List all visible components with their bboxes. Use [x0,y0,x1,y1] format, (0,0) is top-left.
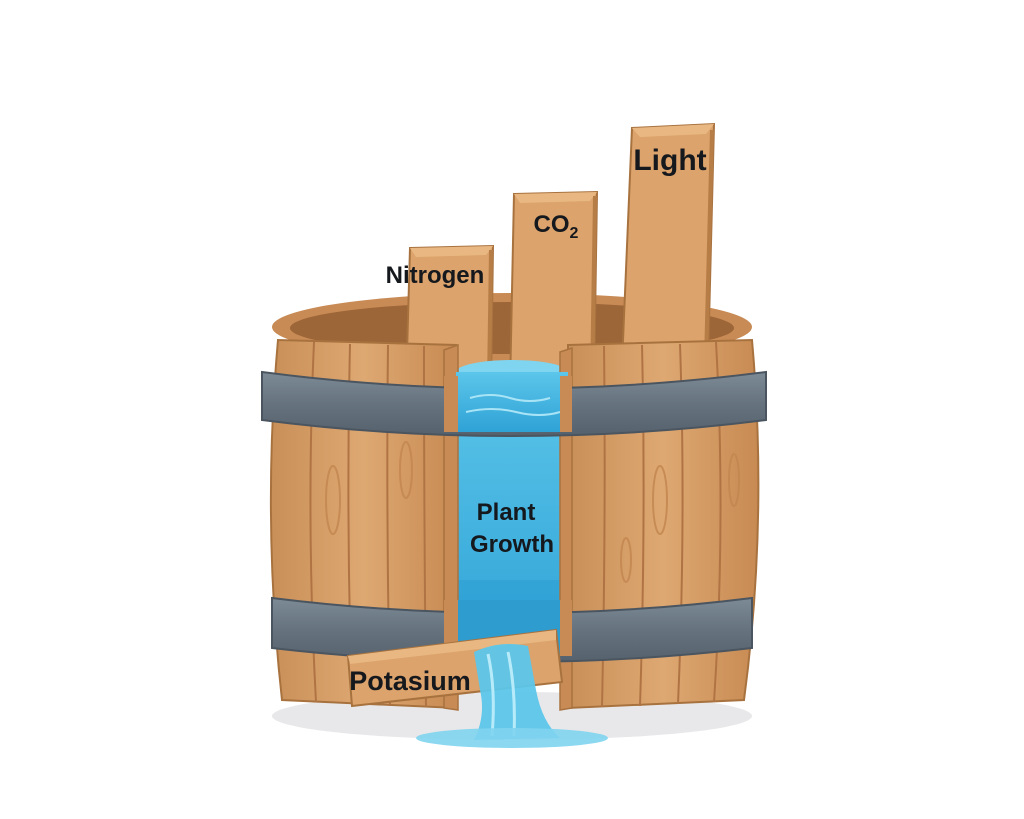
water-spill [416,644,608,748]
label-co2-main: CO [534,211,570,238]
stave-light [620,122,716,366]
label-growth: Growth [470,531,554,558]
hoop-top [261,370,767,437]
wood-grain [325,441,740,583]
label-plant: Plant [477,499,536,526]
label-nitrogen: Nitrogen [386,262,485,289]
label-co2: CO2 [534,211,579,242]
label-light: Light [633,144,706,177]
label-co2-subscript: 2 [570,225,579,242]
label-potassium: Potasium [349,666,471,696]
